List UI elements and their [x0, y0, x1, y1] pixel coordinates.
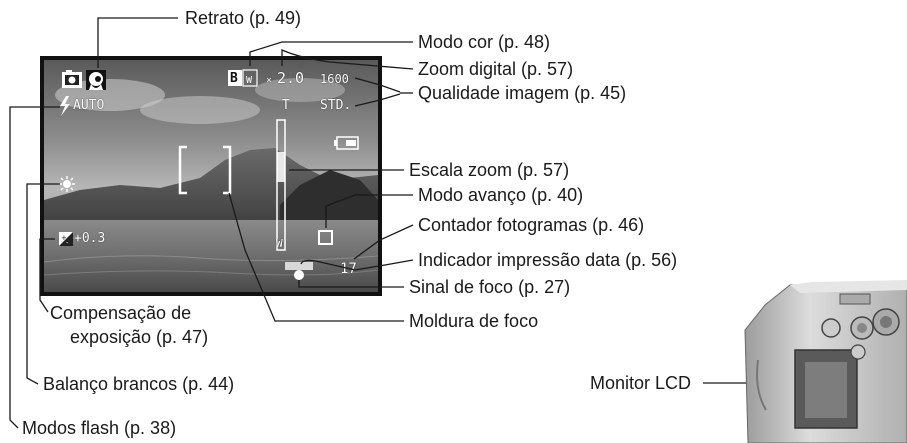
sun-icon [59, 176, 75, 192]
flash-mode-value: AUTO [73, 98, 105, 113]
digital-zoom-value: 2.0 [277, 69, 305, 87]
digital-zoom-prefix: × [266, 75, 273, 86]
focus-signal-icon [294, 270, 304, 280]
portrait-icon [86, 70, 106, 90]
date-imprint-icon [285, 262, 313, 270]
zoom-scale [276, 119, 286, 251]
label-sinal-foco: Sinal de foco (p. 27) [409, 277, 571, 297]
flash-icon [60, 96, 70, 116]
quality-value: STD. [320, 98, 352, 113]
svg-text:W: W [246, 75, 253, 86]
label-retrato: Retrato (p. 49) [185, 8, 302, 28]
label-modo-avanco: Modo avanço (p. 40) [418, 185, 584, 205]
label-balanco-brancos: Balanço brancos (p. 44) [43, 374, 235, 394]
svg-text:-: - [66, 239, 69, 247]
color-mode-letter: B [230, 71, 238, 86]
color-mode-icon: W [228, 69, 258, 87]
label-impressao-data: Indicador impressão data (p. 56) [418, 250, 678, 270]
battery-icon [334, 136, 359, 150]
label-contador-fotogramas: Contador fotogramas (p. 46) [418, 215, 645, 235]
zoom-tele-label: T [282, 98, 290, 113]
menu-button-icon [821, 318, 841, 338]
label-modo-cor: Modo cor (p. 48) [418, 32, 551, 52]
zoom-wide-label: W [276, 237, 283, 250]
image-size-value: 1600 [320, 72, 349, 86]
label-compensacao-line1: Compensação de [50, 303, 192, 323]
label-compensacao-line2: exposição (p. 47) [70, 327, 209, 347]
label-monitor-lcd: Monitor LCD [590, 373, 692, 393]
label-zoom-digital: Zoom digital (p. 57) [418, 59, 574, 79]
exposure-comp-icon: + - [59, 232, 73, 247]
camera-icon [62, 70, 82, 88]
label-modos-flash: Modos flash (p. 38) [22, 418, 177, 438]
label-escala-zoom: Escala zoom (p. 57) [409, 160, 570, 180]
exposure-comp-value: +0.3 [74, 231, 106, 246]
single-frame-icon [318, 230, 333, 245]
focus-frame [178, 145, 232, 195]
svg-text:+: + [61, 234, 67, 242]
label-qualidade-imagem: Qualidade imagem (p. 45) [418, 83, 627, 103]
label-moldura-foco: Moldura de foco [409, 311, 539, 331]
